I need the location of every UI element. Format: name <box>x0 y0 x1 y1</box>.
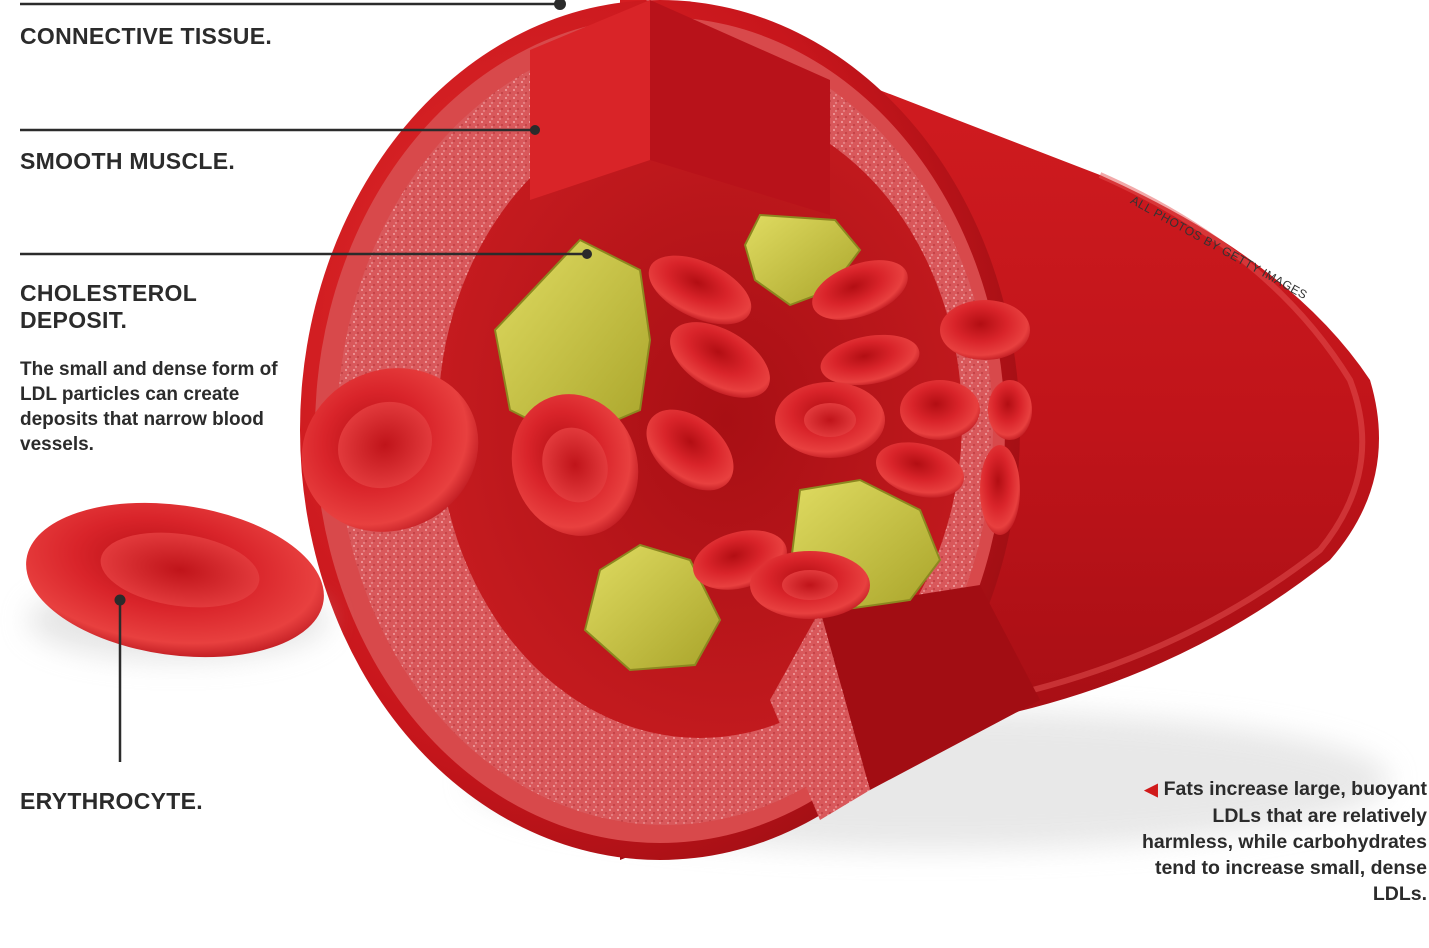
label-cholesterol-deposit-line1: CHOLESTEROL <box>20 280 197 307</box>
caption: ◀Fats increase large, buoyant LDLs that … <box>1127 776 1427 907</box>
left-triangle-icon: ◀ <box>1145 780 1158 799</box>
caption-text: Fats increase large, buoyant LDLs that a… <box>1142 778 1427 905</box>
cholesterol-description: The small and dense form of LDL particle… <box>20 357 288 457</box>
label-connective-tissue: CONNECTIVE TISSUE. <box>20 23 272 50</box>
label-erythrocyte: ERYTHROCYTE. <box>20 788 203 815</box>
label-smooth-muscle: SMOOTH MUSCLE. <box>20 148 235 175</box>
label-cholesterol-deposit-line2: DEPOSIT. <box>20 307 127 334</box>
